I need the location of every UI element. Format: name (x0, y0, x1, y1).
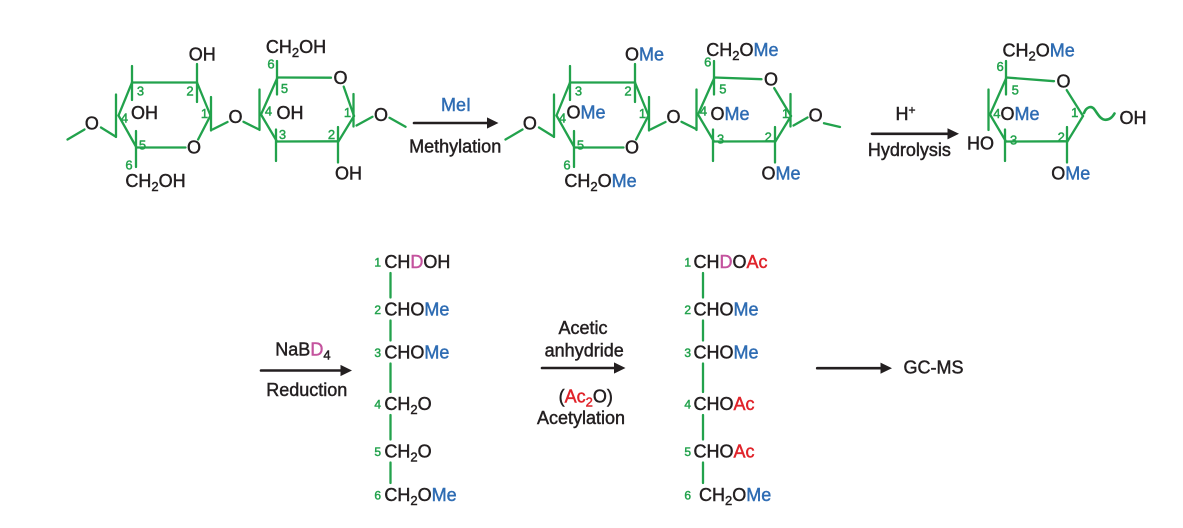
svg-text:O: O (809, 106, 823, 126)
svg-text:O: O (85, 114, 99, 134)
svg-text:OMe: OMe (625, 45, 664, 65)
svg-text:O: O (187, 138, 201, 158)
svg-text:4: 4 (265, 104, 272, 119)
svg-text:5: 5 (577, 137, 584, 152)
svg-text:2: 2 (374, 303, 381, 317)
svg-text:6: 6 (704, 54, 711, 69)
svg-text:6: 6 (374, 488, 381, 502)
svg-text:O: O (228, 107, 242, 127)
svg-text:2: 2 (765, 130, 772, 145)
svg-text:5: 5 (281, 81, 288, 96)
svg-text:CH2​O: CH2​O (384, 442, 431, 465)
svg-text:5: 5 (1012, 82, 1019, 97)
svg-text:CHDOH: CHDOH (384, 252, 450, 272)
svg-text:6: 6 (125, 157, 132, 172)
svg-text:NaBD4​: NaBD4​ (275, 340, 330, 363)
svg-text:anhydride: anhydride (545, 341, 624, 361)
svg-text:2: 2 (624, 83, 631, 98)
svg-text:5: 5 (719, 81, 726, 96)
svg-text:O: O (1056, 72, 1070, 92)
svg-text:OH: OH (277, 103, 304, 123)
svg-text:3: 3 (137, 83, 144, 98)
svg-text:3: 3 (279, 127, 286, 142)
svg-text:O: O (666, 107, 680, 127)
svg-text:4: 4 (993, 106, 1000, 121)
svg-text:2: 2 (328, 127, 335, 142)
svg-text:CHOMe: CHOMe (384, 300, 449, 320)
svg-text:5: 5 (139, 137, 146, 152)
svg-text:O: O (523, 114, 537, 134)
svg-text:OMe: OMe (566, 103, 605, 123)
svg-text:CH2​OMe: CH2​OMe (706, 40, 778, 63)
svg-text:3: 3 (1010, 132, 1017, 147)
svg-text:Methylation: Methylation (409, 137, 501, 157)
svg-text:CHOAc: CHOAc (694, 394, 755, 414)
svg-text:CH2​OMe: CH2​OMe (564, 171, 636, 194)
svg-text:1: 1 (684, 255, 691, 269)
svg-text:6: 6 (684, 488, 691, 502)
svg-text:3: 3 (684, 346, 691, 360)
svg-text:Reduction: Reduction (266, 380, 347, 400)
svg-text:3: 3 (717, 132, 724, 147)
svg-text:1: 1 (1071, 105, 1078, 120)
svg-text:4: 4 (559, 110, 566, 125)
svg-text:CH2​OH: CH2​OH (125, 171, 185, 194)
svg-text:1: 1 (782, 106, 789, 121)
svg-text:2: 2 (186, 83, 193, 98)
svg-text:HO: HO (967, 134, 994, 154)
svg-text:OMe: OMe (761, 164, 800, 184)
svg-text:CH2​OMe: CH2​OMe (384, 485, 456, 508)
svg-text:Acetic: Acetic (558, 318, 607, 338)
svg-text:CHOAc: CHOAc (694, 442, 755, 462)
svg-text:CHOMe: CHOMe (694, 343, 759, 363)
svg-text:OH: OH (335, 164, 362, 184)
svg-text:1: 1 (374, 255, 381, 269)
svg-text:O: O (625, 138, 639, 158)
svg-text:OH: OH (1120, 108, 1147, 128)
svg-text:O: O (374, 105, 388, 125)
svg-text:6: 6 (996, 59, 1003, 74)
svg-text:CH2​OMe: CH2​OMe (699, 485, 771, 508)
svg-text:Acetylation: Acetylation (537, 408, 625, 428)
svg-text:O: O (333, 68, 347, 88)
svg-text:CHOMe: CHOMe (694, 300, 759, 320)
svg-text:1: 1 (639, 106, 646, 121)
svg-text:5: 5 (684, 445, 691, 459)
svg-text:CH2​OH: CH2​OH (266, 37, 326, 60)
svg-text:5: 5 (374, 445, 381, 459)
svg-text:CH2​O: CH2​O (384, 394, 431, 417)
svg-text:OMe: OMe (710, 104, 749, 124)
svg-text:CHOMe: CHOMe (384, 343, 449, 363)
svg-text:6: 6 (563, 157, 570, 172)
svg-text:CHDOAc: CHDOAc (694, 252, 768, 272)
svg-text:2: 2 (684, 303, 691, 317)
svg-text:MeI: MeI (441, 95, 471, 115)
svg-text:OMe: OMe (1000, 104, 1039, 124)
svg-text:OMe: OMe (1051, 164, 1090, 184)
svg-text:4: 4 (374, 397, 381, 411)
svg-text:CH2​OMe: CH2​OMe (1002, 41, 1074, 64)
svg-text:1: 1 (201, 106, 208, 121)
svg-text:OH: OH (189, 45, 216, 65)
svg-text:6: 6 (267, 56, 274, 71)
svg-text:4: 4 (121, 110, 128, 125)
svg-text:1: 1 (344, 105, 351, 120)
svg-text:4: 4 (684, 397, 691, 411)
svg-text:(Ac2​O): (Ac2​O) (559, 387, 613, 410)
svg-text:4: 4 (700, 103, 707, 118)
svg-text:O: O (764, 70, 778, 90)
svg-text:3: 3 (374, 346, 381, 360)
svg-text:Hydrolysis: Hydrolysis (868, 140, 951, 160)
svg-text:OH: OH (131, 103, 158, 123)
svg-text:2: 2 (1058, 130, 1065, 145)
svg-text:GC-MS: GC-MS (904, 358, 964, 378)
svg-text:3: 3 (575, 83, 582, 98)
